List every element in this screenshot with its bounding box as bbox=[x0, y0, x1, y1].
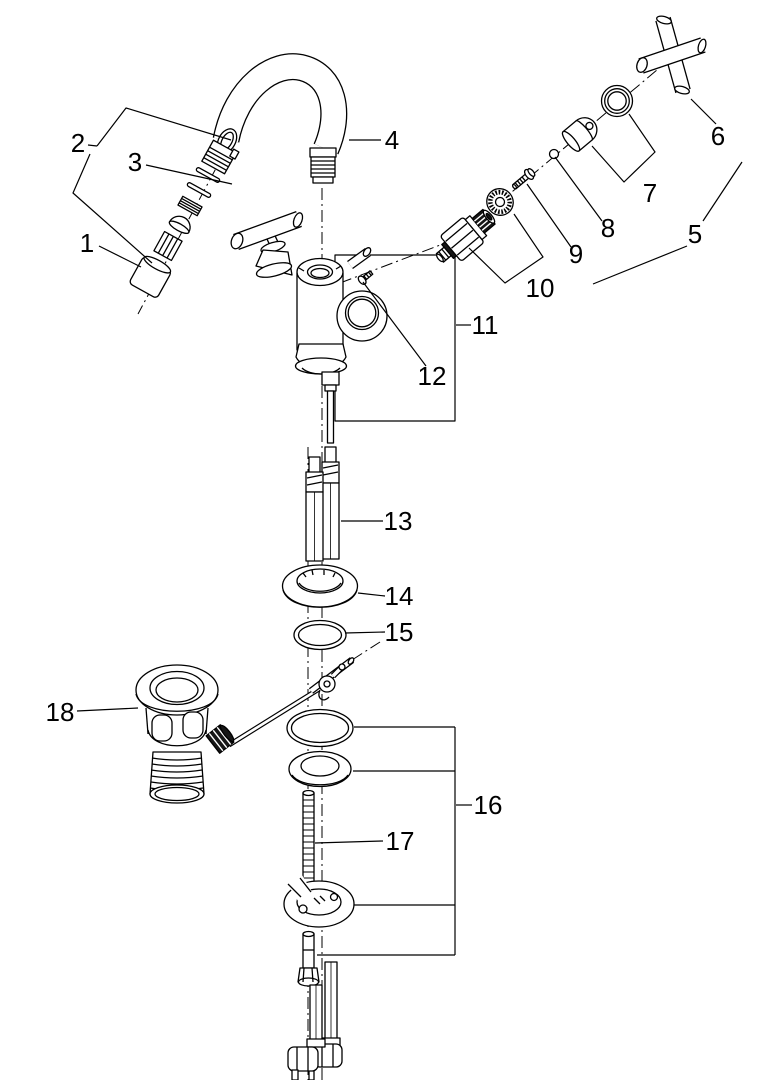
t-handle-part bbox=[230, 211, 304, 278]
part-label-15: 15 bbox=[384, 617, 414, 647]
cross-handle-part bbox=[636, 15, 707, 95]
mounting-stud-nut bbox=[297, 930, 320, 987]
part-label-17: 17 bbox=[385, 826, 415, 856]
part-label-7: 7 bbox=[642, 178, 658, 208]
screw-part-9 bbox=[511, 168, 536, 190]
knurled-ring bbox=[177, 195, 203, 217]
aerator-dome bbox=[168, 215, 191, 235]
part-label-2: 2 bbox=[70, 128, 86, 158]
faucet-body-part bbox=[294, 247, 388, 444]
threaded-rod-part-17 bbox=[302, 789, 315, 884]
leader-lines bbox=[72, 98, 743, 844]
part-label-13: 13 bbox=[383, 506, 413, 536]
aerator-housing bbox=[129, 255, 172, 298]
ball-part bbox=[548, 148, 560, 160]
o-ring-part-15 bbox=[293, 619, 347, 651]
part-label-11: 11 bbox=[471, 310, 499, 340]
part-label-6: 6 bbox=[710, 121, 726, 151]
aerator-insert bbox=[153, 230, 183, 262]
mounting-ring-part bbox=[281, 564, 359, 608]
screw-part-12 bbox=[357, 270, 374, 286]
popup-drain-part bbox=[135, 664, 235, 804]
base-washer bbox=[288, 750, 352, 788]
part-label-16: 16 bbox=[473, 790, 503, 820]
popup-rod-linkage bbox=[227, 657, 355, 748]
dome-cap bbox=[561, 117, 598, 152]
part-label-8: 8 bbox=[600, 213, 616, 243]
group-box-16 bbox=[317, 726, 456, 956]
part-label-5: 5 bbox=[687, 219, 703, 249]
threaded-insert bbox=[201, 139, 240, 175]
supply-hoses-part bbox=[305, 446, 340, 562]
part-label-9: 9 bbox=[568, 239, 584, 269]
spline-adapter bbox=[486, 188, 514, 216]
aerator-stack-parts bbox=[129, 139, 240, 298]
part-label-3: 3 bbox=[127, 147, 143, 177]
part-label-18: 18 bbox=[45, 697, 75, 727]
spout-part bbox=[212, 53, 348, 184]
part-label-10: 10 bbox=[525, 273, 555, 303]
part-label-4: 4 bbox=[384, 125, 400, 155]
washer-sliver-1 bbox=[186, 182, 212, 198]
escutcheon-ring bbox=[600, 84, 634, 118]
clamp-plate-part bbox=[283, 875, 355, 928]
cartridge-part bbox=[435, 208, 496, 263]
base-seal-oring bbox=[286, 708, 354, 748]
hose-end-nuts bbox=[287, 961, 343, 1080]
part-label-1: 1 bbox=[79, 228, 95, 258]
center-axis-lines bbox=[137, 53, 677, 1080]
part-label-14: 14 bbox=[384, 581, 414, 611]
part-label-12: 12 bbox=[417, 361, 447, 391]
